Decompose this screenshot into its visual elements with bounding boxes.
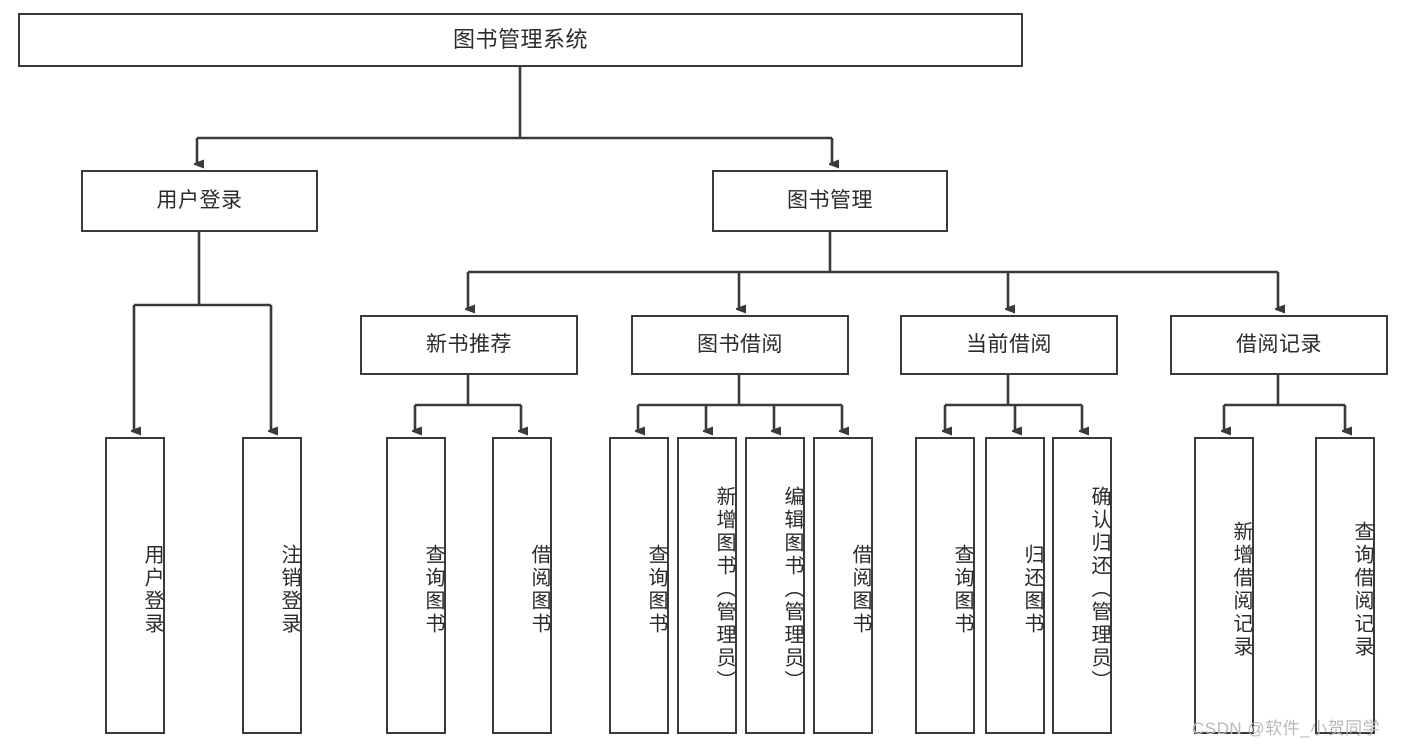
node-borrow-record-label: 借阅记录 (1236, 333, 1322, 357)
leaf-user-login-1[interactable]: 注销登录 (242, 437, 302, 734)
leaf-current-borrow-0[interactable]: 查询图书 (915, 437, 975, 734)
node-borrow-record[interactable]: 借阅记录 (1170, 315, 1388, 375)
node-book-manage-label: 图书管理 (787, 189, 873, 213)
leaf-book-borrow-3[interactable]: 借阅图书 (813, 437, 873, 734)
leaf-borrow-record-1[interactable]: 查询借阅记录 (1315, 437, 1375, 734)
node-new-book-recommend-label: 新书推荐 (426, 333, 512, 357)
leaf-book-borrow-2[interactable]: 编辑图书（管理员） (745, 437, 805, 734)
leaf-user-login-0[interactable]: 用户登录 (105, 437, 165, 734)
leaf-borrow-record-0-label: 新增借阅记录 (1230, 520, 1252, 659)
node-user-login-label: 用户登录 (156, 189, 243, 213)
node-user-login[interactable]: 用户登录 (81, 170, 318, 232)
leaf-book-borrow-0-label: 查询图书 (645, 543, 667, 636)
leaf-current-borrow-2[interactable]: 确认归还（管理员） (1052, 437, 1112, 734)
node-current-borrow[interactable]: 当前借阅 (900, 315, 1118, 375)
node-book-manage[interactable]: 图书管理 (712, 170, 948, 232)
csdn-watermark: CSDN @软件_小贺同学 (1192, 719, 1381, 738)
leaf-book-borrow-1[interactable]: 新增图书（管理员） (677, 437, 737, 734)
node-current-borrow-label: 当前借阅 (966, 333, 1052, 357)
node-new-book-recommend[interactable]: 新书推荐 (360, 315, 578, 375)
node-root-system[interactable]: 图书管理系统 (18, 13, 1023, 67)
leaf-current-borrow-0-label: 查询图书 (951, 543, 973, 636)
leaf-current-borrow-1-label: 归还图书 (1021, 543, 1043, 636)
leaf-borrow-record-1-label: 查询借阅记录 (1351, 520, 1373, 659)
leaf-current-borrow-1[interactable]: 归还图书 (985, 437, 1045, 734)
leaf-user-login-1-label: 注销登录 (278, 543, 300, 636)
leaf-new-book-recommend-1[interactable]: 借阅图书 (492, 437, 552, 734)
leaf-new-book-recommend-0[interactable]: 查询图书 (386, 437, 446, 734)
leaf-user-login-0-label: 用户登录 (141, 543, 163, 636)
leaf-book-borrow-1-label: 新增图书（管理员） (713, 486, 735, 693)
leaf-book-borrow-0[interactable]: 查询图书 (609, 437, 669, 734)
leaf-new-book-recommend-1-label: 借阅图书 (528, 543, 550, 636)
node-root-system-label: 图书管理系统 (452, 26, 588, 52)
node-book-borrow[interactable]: 图书借阅 (631, 315, 849, 375)
node-book-borrow-label: 图书借阅 (697, 333, 783, 357)
leaf-current-borrow-2-label: 确认归还（管理员） (1088, 486, 1110, 693)
leaf-new-book-recommend-0-label: 查询图书 (422, 543, 444, 636)
leaf-book-borrow-3-label: 借阅图书 (849, 543, 871, 636)
leaf-book-borrow-2-label: 编辑图书（管理员） (781, 486, 803, 693)
leaf-borrow-record-0[interactable]: 新增借阅记录 (1194, 437, 1254, 734)
